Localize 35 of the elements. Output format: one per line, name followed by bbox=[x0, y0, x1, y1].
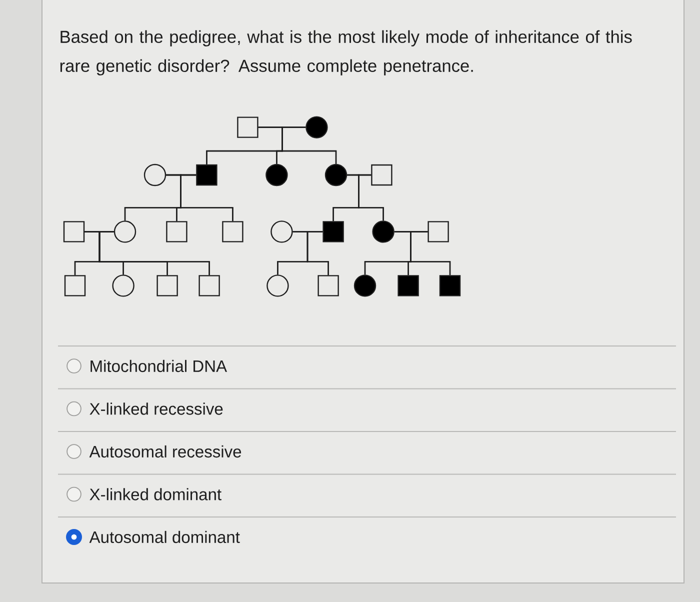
filled-square bbox=[322, 221, 344, 242]
answer-option: Autosomal dominant bbox=[89, 530, 240, 544]
filled-circle bbox=[354, 274, 376, 297]
descent-line bbox=[180, 174, 234, 222]
filled-square bbox=[439, 275, 461, 296]
pedigree-square bbox=[63, 221, 85, 242]
pedigree-square bbox=[166, 221, 188, 242]
pedigree-circle bbox=[270, 220, 293, 243]
pedigree-square bbox=[237, 116, 258, 138]
answer-option: X-linked recessive bbox=[90, 402, 223, 415]
filled-circle bbox=[324, 164, 348, 186]
pedigree-square bbox=[222, 221, 244, 242]
descent-line bbox=[282, 126, 337, 164]
descent-line bbox=[358, 174, 384, 221]
pedigree-square bbox=[318, 275, 339, 296]
filled-square bbox=[398, 275, 419, 296]
pedigree-circle bbox=[112, 274, 134, 297]
descent-line bbox=[410, 231, 451, 276]
pedigree-circle bbox=[144, 164, 166, 186]
descent-line bbox=[306, 231, 329, 276]
answer-option: Mitochondrial DNA bbox=[90, 360, 228, 372]
answer-option: Autosomal recessive bbox=[89, 445, 242, 458]
filled-circle bbox=[372, 220, 394, 243]
pedigree-square bbox=[371, 164, 392, 186]
filled-square bbox=[196, 164, 218, 186]
pedigree-circle bbox=[114, 220, 136, 243]
question-text: Based on the pedigree, what is the most likely mode of inheritance of this rare genetic disorder? Assume complete penetrance. bbox=[60, 30, 632, 76]
answer-option: X-linked dominant bbox=[90, 488, 222, 500]
pedigree-square bbox=[428, 221, 449, 242]
pedigree-square bbox=[198, 275, 220, 296]
pedigree-square bbox=[64, 275, 86, 296]
pedigree-square bbox=[156, 275, 178, 296]
filled-circle bbox=[266, 164, 288, 186]
filled-circle bbox=[306, 116, 328, 138]
pedigree-circle bbox=[266, 274, 289, 297]
